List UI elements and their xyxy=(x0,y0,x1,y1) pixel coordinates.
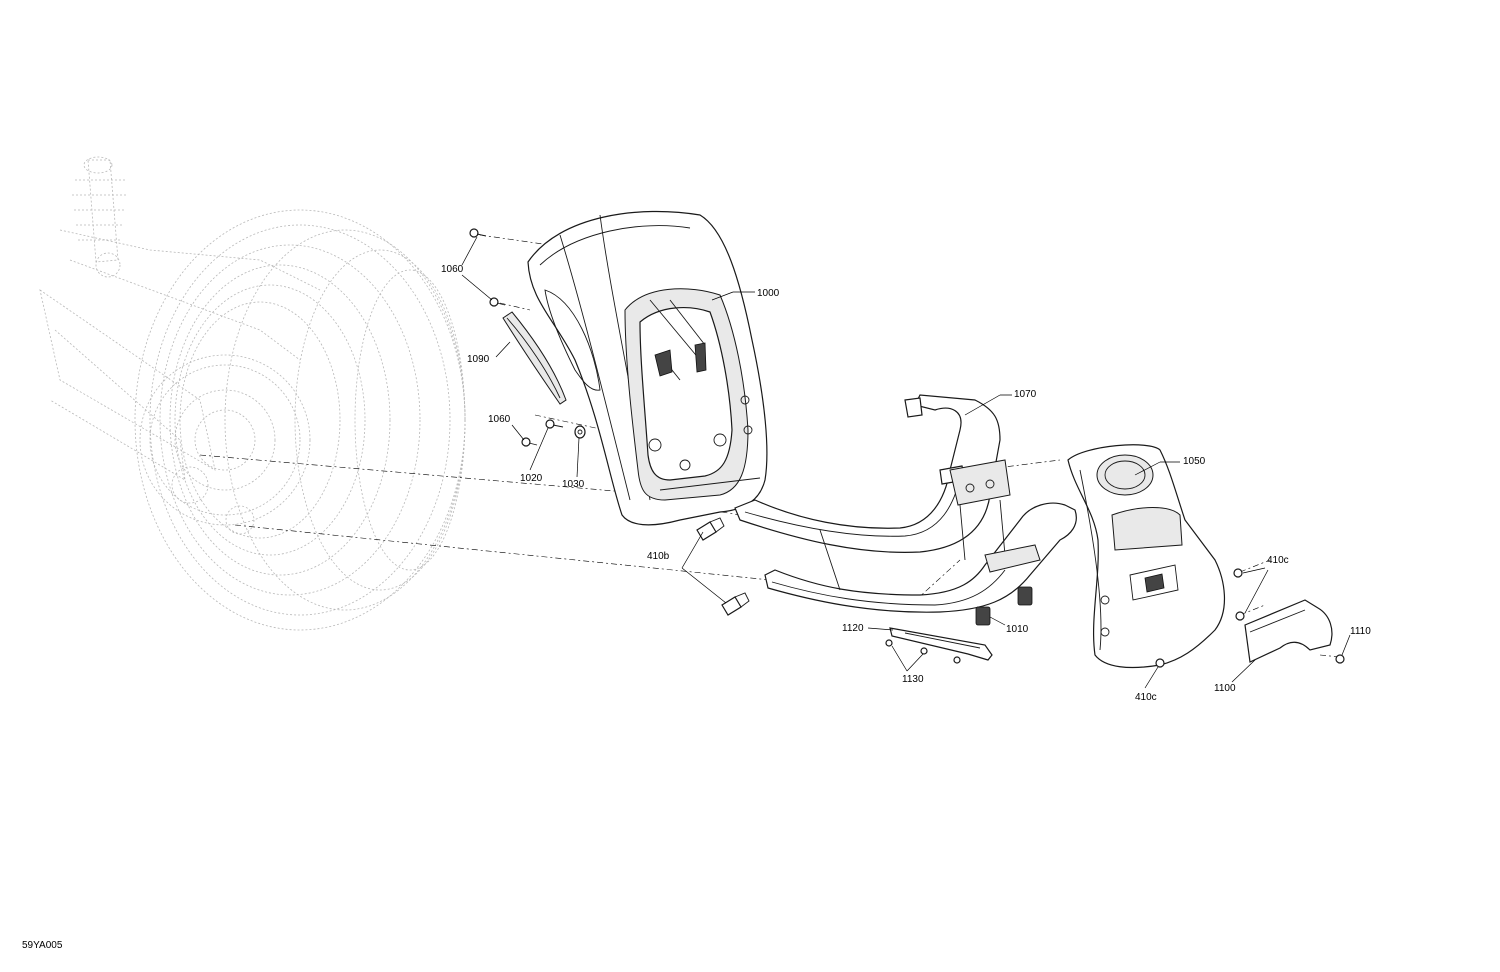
callout-1060-mid: 1060 xyxy=(488,414,511,425)
part-410c-screw-lower xyxy=(1155,658,1165,668)
callout-410c-top: 410c xyxy=(1267,555,1289,566)
part-1060-screw-top xyxy=(469,228,487,238)
callout-1110: 1110 xyxy=(1350,626,1371,637)
part-410b-bolt-lower xyxy=(721,592,750,616)
ghost-wheel-tire xyxy=(134,209,466,631)
part-1130-fastener-a xyxy=(885,639,893,647)
part-1030-washer xyxy=(574,425,586,439)
part-1090-side-reflector xyxy=(502,311,567,405)
callout-1070: 1070 xyxy=(1014,389,1037,400)
callout-1090: 1090 xyxy=(467,354,490,365)
leader-lines xyxy=(461,236,1351,689)
ghost-sprocket xyxy=(139,354,311,535)
part-1060-screw-mid-a xyxy=(489,297,506,307)
callout-1130: 1130 xyxy=(902,674,924,685)
part-1070-tubular-frame xyxy=(734,394,1077,613)
callout-1020: 1020 xyxy=(520,473,543,484)
part-1130-fastener-b xyxy=(920,647,928,655)
callout-1000: 1000 xyxy=(757,288,780,299)
part-1100-cover-plate xyxy=(1244,599,1333,663)
part-1130-fastener-c xyxy=(953,656,961,664)
callout-410c-bottom: 410c xyxy=(1135,692,1157,703)
callout-1060-top: 1060 xyxy=(441,264,464,275)
part-1000-rear-trunk-shell xyxy=(527,210,768,526)
part-1120-bracket xyxy=(889,627,993,661)
part-410c-screw-mid xyxy=(1235,611,1245,621)
part-1110-screw xyxy=(1335,654,1345,664)
ghost-swingarm xyxy=(39,229,321,481)
callout-1050: 1050 xyxy=(1183,456,1206,467)
diagram-code: 59YA005 xyxy=(22,940,63,951)
callout-1030: 1030 xyxy=(562,479,585,490)
callout-1120: 1120 xyxy=(842,623,864,634)
ghost-rear-wheel-assembly xyxy=(39,156,466,631)
callout-410b: 410b xyxy=(647,551,670,562)
callout-1100: 1100 xyxy=(1214,683,1236,694)
part-410c-screw-upper xyxy=(1233,568,1243,578)
part-1050-side-cover xyxy=(1067,444,1226,669)
ghost-shock-absorber xyxy=(72,156,128,278)
part-1010-clip-b xyxy=(1017,586,1033,606)
callout-labels: 1060 1000 1090 1060 1020 1030 1070 1050 … xyxy=(22,264,1371,951)
part-1020-bolt xyxy=(545,419,564,429)
part-1060-screw-mid-b xyxy=(521,437,538,447)
part-410b-bolt-upper xyxy=(696,517,725,541)
callout-1010: 1010 xyxy=(1006,624,1029,635)
part-1010-clip-a xyxy=(975,606,991,626)
